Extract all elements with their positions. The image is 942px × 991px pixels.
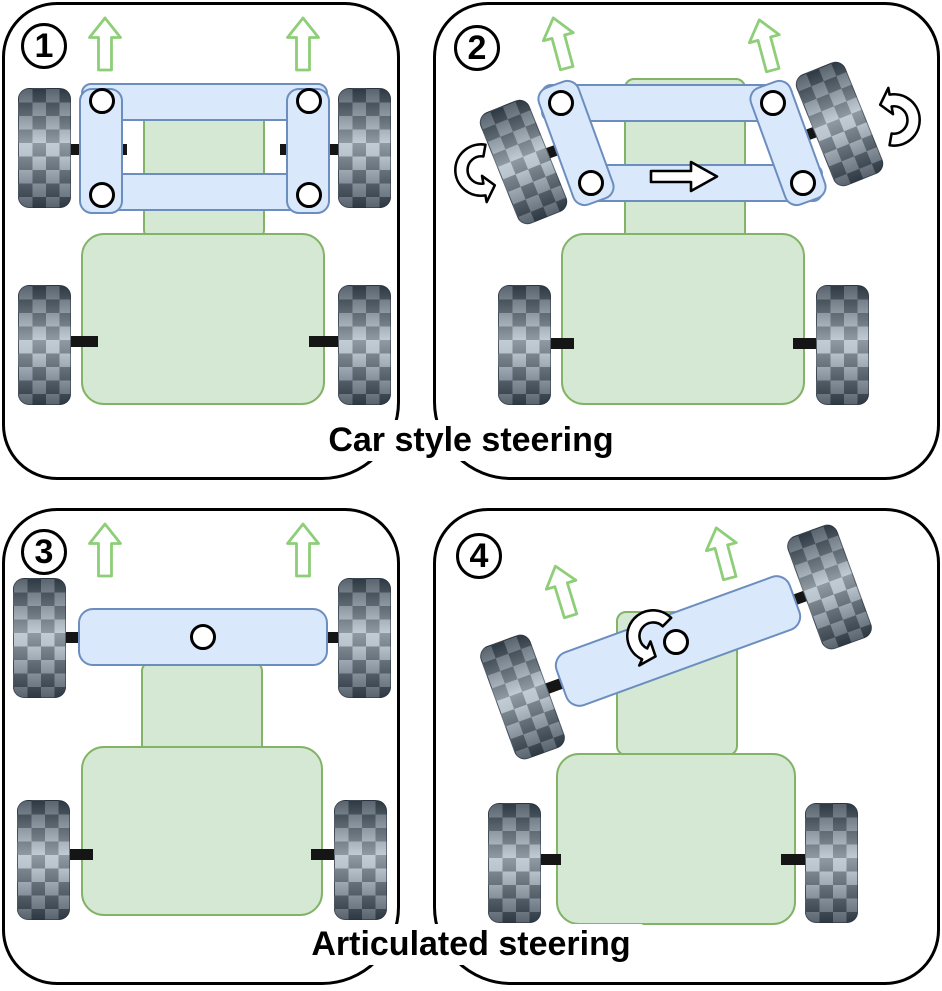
- up-arrow-icon: [536, 12, 583, 75]
- pivot-circle: [89, 88, 115, 114]
- up-arrow-icon: [699, 522, 746, 585]
- right-arrow-icon: [649, 160, 719, 193]
- front-right-wheel: [338, 88, 391, 208]
- up-arrow-icon: [539, 559, 588, 622]
- rear-right-axle: [309, 336, 364, 347]
- front-left-wheel: [477, 631, 568, 763]
- front-left-wheel: [18, 88, 71, 208]
- panel-number-badge: 1: [21, 23, 67, 69]
- section-label-car-style: Car style steering: [316, 420, 626, 462]
- front-right-wheel: [784, 521, 875, 653]
- rear-right-wheel: [816, 285, 869, 405]
- up-arrow-icon: [286, 16, 320, 72]
- rear-right-wheel: [334, 800, 387, 920]
- chassis-neck: [141, 661, 263, 756]
- up-arrow-icon: [286, 522, 320, 578]
- pivot-circle: [548, 90, 574, 116]
- rear-left-wheel: [488, 803, 541, 923]
- panel-car-straight: 1: [2, 2, 400, 480]
- vehicle-body: [556, 753, 796, 925]
- section-label-articulated: Articulated steering: [299, 924, 643, 966]
- vehicle-body: [81, 746, 323, 916]
- articulation-pivot-circle: [663, 629, 689, 655]
- up-arrow-icon: [88, 522, 122, 578]
- panel-number: 2: [467, 29, 487, 67]
- pivot-circle: [296, 182, 322, 208]
- front-left-wheel: [13, 578, 66, 698]
- up-arrow-icon: [742, 14, 789, 77]
- up-arrow-icon: [88, 16, 122, 72]
- panel-number: 4: [469, 537, 489, 575]
- chassis-neck: [143, 100, 265, 240]
- panel-number: 1: [34, 27, 54, 65]
- panel-articulated-turning: 4: [433, 508, 940, 985]
- ccw-rotation-arrow-icon: [451, 131, 511, 209]
- articulated-front-axle-bar: [78, 608, 328, 666]
- rear-left-wheel: [498, 285, 551, 405]
- pivot-circle: [760, 90, 786, 116]
- pivot-circle: [296, 88, 322, 114]
- rear-left-wheel: [18, 285, 71, 405]
- ccw-rotation-arrow-icon: [864, 81, 924, 159]
- panel-number: 3: [34, 533, 54, 571]
- pivot-circle: [89, 182, 115, 208]
- pivot-circle: [790, 170, 816, 196]
- vehicle-body: [81, 233, 325, 405]
- pivot-circle: [578, 170, 604, 196]
- vehicle-body: [561, 233, 805, 405]
- panel-number-badge: 3: [21, 529, 67, 575]
- panel-articulated-straight: 3: [2, 508, 400, 985]
- panel-car-turning: 2: [433, 2, 940, 480]
- rear-right-wheel: [805, 803, 858, 923]
- panel-number-badge: 4: [456, 533, 502, 579]
- front-right-wheel: [338, 578, 391, 698]
- rear-right-wheel: [338, 285, 391, 405]
- front-left-axle: [57, 632, 97, 643]
- articulation-pivot-circle: [190, 624, 216, 650]
- front-right-axle: [308, 632, 348, 643]
- rear-left-wheel: [17, 800, 70, 920]
- panel-number-badge: 2: [454, 25, 500, 71]
